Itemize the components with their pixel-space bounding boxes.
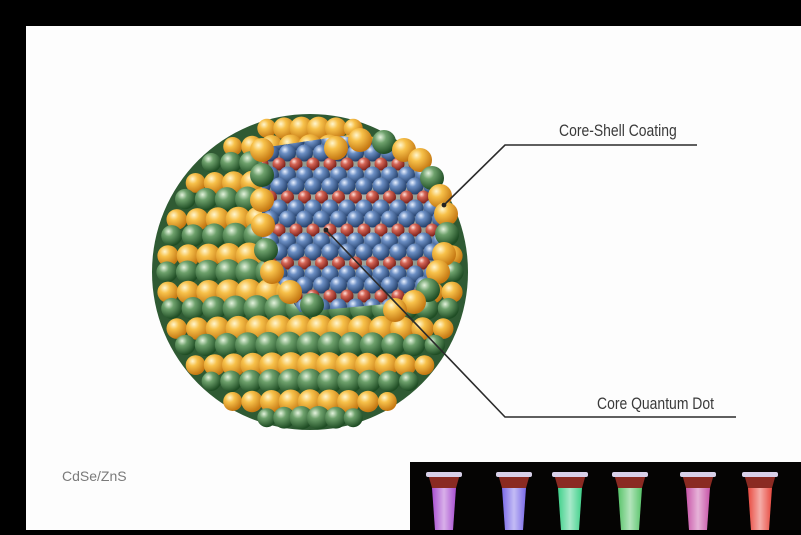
rim-atom [348,128,372,152]
material-caption: CdSe/ZnS [62,468,127,484]
rim-atom [254,238,278,262]
shell-atom [399,372,418,391]
vials-illustration [410,462,801,530]
shell-leader-dot [442,203,447,208]
vial-rim [612,472,648,477]
vial [742,472,778,530]
shell-atom [161,298,182,319]
core-cd-atom [432,145,449,162]
shell-atom [195,334,217,356]
core-cd-atom [449,167,466,184]
vial-rim [552,472,588,477]
shell-atom [220,371,242,393]
shell-atom [403,334,425,356]
vial-shine [502,488,526,530]
vial [552,472,588,530]
vial-shine [558,488,582,530]
rim-atom [260,260,284,284]
zns-atom [241,391,262,412]
vial-shine [686,488,710,530]
shell-atom [175,189,195,209]
vial-rim [496,472,532,477]
vial [612,472,648,530]
core-leader-dot [324,228,329,233]
vial-rim [680,472,716,477]
zns-atom [223,392,242,411]
core-cd-atom [441,134,458,151]
shell-atom [161,225,182,246]
shell-atom [195,188,217,210]
vial [496,472,532,530]
rim-atom [250,138,274,162]
shell-atom [378,371,400,393]
vial [426,472,462,530]
vial-shine [748,488,772,530]
vial-shine [432,488,456,530]
shell-atom [156,261,177,282]
core-cd-atom [424,134,441,151]
vial-rim [742,472,778,477]
fluorescent-vials-photo [410,462,801,530]
shell-atom [202,372,221,391]
rim-atom [250,163,274,187]
zns-atom [357,391,378,412]
zns-atom [186,355,206,375]
shell-atom [202,153,221,172]
rim-atom [251,213,275,237]
vial [680,472,716,530]
core-shell-coating-label: Core-Shell Coating [559,121,677,141]
shell-atom [182,224,205,247]
shell-atom [182,297,205,320]
zns-atom [378,392,397,411]
vial-rim [426,472,462,477]
shell-atom [175,335,195,355]
shell-atom [176,261,199,284]
shell-atom [381,333,405,357]
shell-atom [438,298,459,319]
core-cd-atom [449,145,466,162]
shell-atom [344,408,363,427]
zns-atom [415,355,435,375]
vial-shine [618,488,642,530]
core-se-atom [443,158,456,171]
rim-atom [324,136,348,160]
core-quantum-dot-label: Core Quantum Dot [597,394,714,414]
rim-atom [278,280,302,304]
rim-atom [300,293,324,317]
rim-atom [250,188,274,212]
shell-atom [325,407,347,429]
shell-atom [358,370,381,393]
shell-atom [220,152,242,174]
shell-leader-line [444,145,697,205]
